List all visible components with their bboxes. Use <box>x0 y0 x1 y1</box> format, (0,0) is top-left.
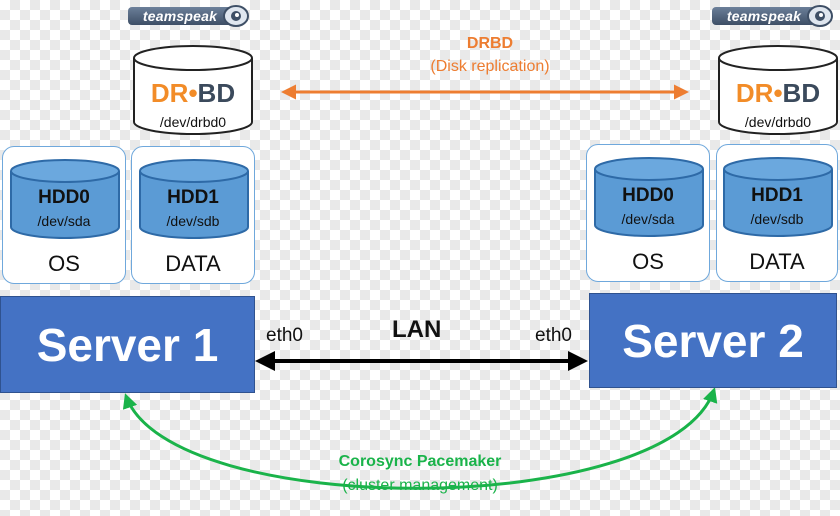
hdd-cylinder-icon <box>10 159 120 239</box>
server-name: Server 2 <box>622 314 804 367</box>
lan-label: LAN <box>392 316 442 343</box>
hdd-name: HDD0 <box>622 185 674 206</box>
disk-role-label: OS <box>48 251 80 276</box>
drbd-device-path: /dev/drbd0 <box>159 114 227 130</box>
teamspeak-logo-icon <box>807 5 833 27</box>
drbd-link-subtitle: (Disk replication) <box>430 58 550 75</box>
hdd-name: HDD0 <box>38 187 90 208</box>
disk-card-os-1: HDD0 /dev/sda OS <box>2 146 126 284</box>
drbd-device-path: /dev/drbd0 <box>744 114 812 130</box>
eth-right-label: eth0 <box>535 325 572 346</box>
disk-card-data-1: HDD1 /dev/sdb DATA <box>131 146 255 284</box>
drbd-logo: DR•BD <box>150 78 236 108</box>
drbd-logo: DR•BD <box>735 78 821 108</box>
hdd-device-path: /dev/sdb <box>166 213 220 229</box>
hdd-cylinder-icon <box>594 157 704 237</box>
drbd-cylinder-icon <box>133 45 253 135</box>
eth-left-label: eth0 <box>266 325 303 346</box>
hdd-name: HDD1 <box>167 187 219 208</box>
hdd-device-path: /dev/sdb <box>750 211 804 227</box>
server-name: Server 1 <box>36 318 219 371</box>
cluster-link-title: Corosync Pacemaker <box>338 453 502 470</box>
disk-card-os-2: HDD0 /dev/sda OS <box>586 144 710 282</box>
server-1-box: Server 1 <box>0 296 255 393</box>
drbd-device-2: DR•BD /dev/drbd0 <box>717 44 839 136</box>
drbd-device-1: DR•BD /dev/drbd0 <box>132 44 254 136</box>
disk-role-label: DATA <box>165 251 221 276</box>
hdd-cylinder-icon <box>139 159 249 239</box>
teamspeak-badge-2: teamspeak <box>712 5 838 27</box>
disk-role-label: OS <box>632 249 664 274</box>
cluster-management-arrow <box>122 387 718 490</box>
hdd-device-path: /dev/sda <box>621 211 675 227</box>
hdd-cylinder-icon <box>723 157 833 237</box>
disk-role-label: DATA <box>749 249 805 274</box>
teamspeak-badge-1: teamspeak <box>128 5 254 27</box>
drbd-cylinder-icon <box>718 45 838 135</box>
teamspeak-logo-icon <box>223 5 249 27</box>
hdd-name: HDD1 <box>751 185 803 206</box>
disk-card-data-2: HDD1 /dev/sdb DATA <box>716 144 838 282</box>
teamspeak-label: teamspeak <box>712 7 816 25</box>
cluster-link-subtitle: (cluster management) <box>342 477 498 494</box>
server-2-box: Server 2 <box>589 293 837 388</box>
hdd-device-path: /dev/sda <box>37 213 91 229</box>
drbd-link-title: DRBD <box>466 35 514 52</box>
teamspeak-label: teamspeak <box>128 7 232 25</box>
